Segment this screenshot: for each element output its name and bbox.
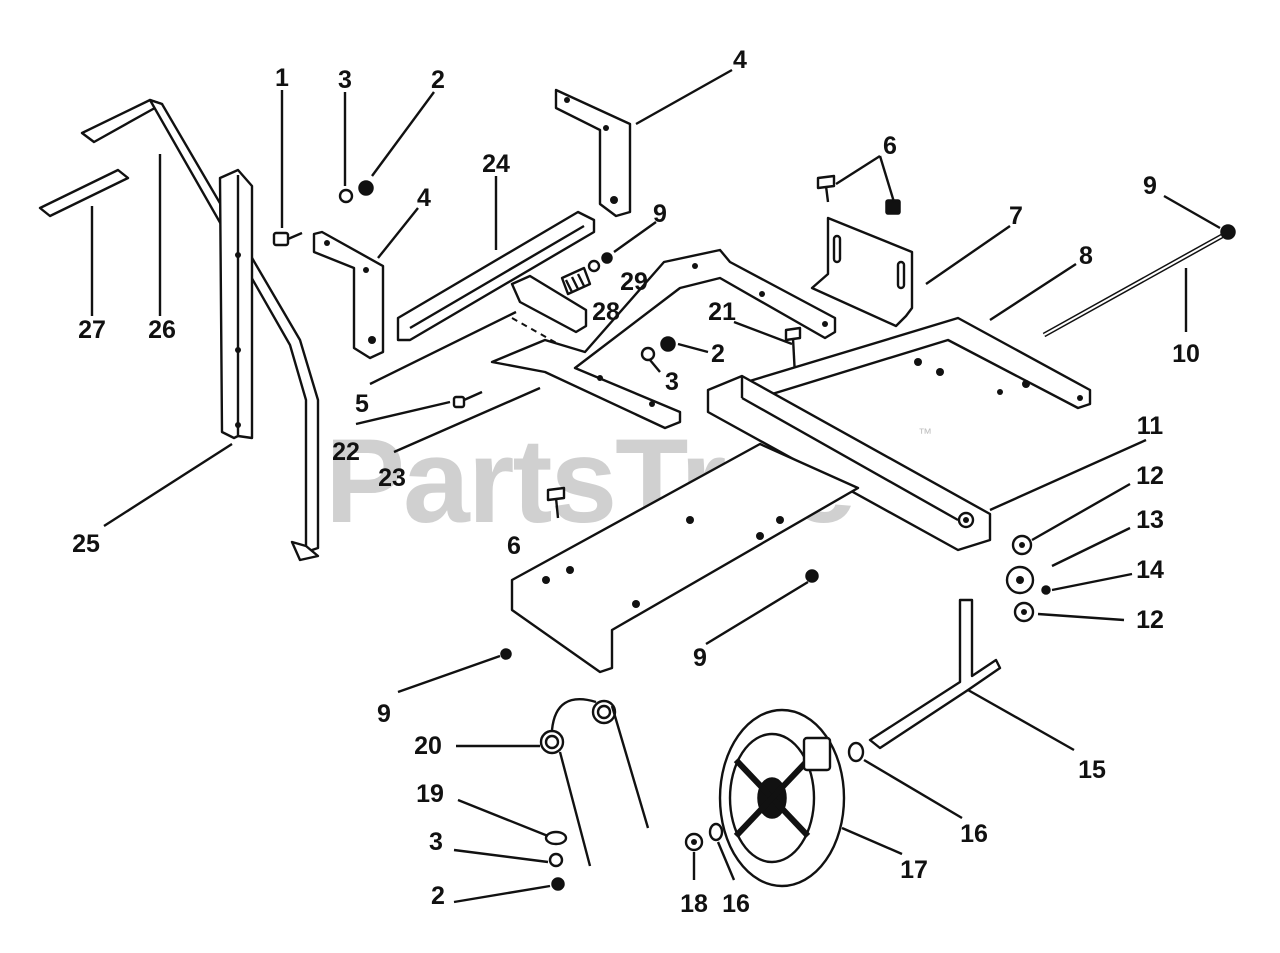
part-2-nut-low[interactable]	[551, 877, 565, 891]
callout-13: 13	[1136, 506, 1164, 534]
part-27-flat-bar[interactable]	[38, 168, 130, 218]
callout-9: 9	[653, 200, 667, 228]
part-15-axle[interactable]	[868, 598, 1002, 750]
part-28-spring[interactable]	[560, 266, 592, 296]
part-12-nut-upper[interactable]	[1011, 534, 1033, 556]
callout-3: 3	[338, 66, 352, 94]
callout-8: 8	[1079, 242, 1093, 270]
part-16-washer-right[interactable]	[847, 741, 865, 763]
callout-19: 19	[416, 780, 444, 808]
part-24-link[interactable]	[396, 210, 596, 342]
leader-lines	[90, 68, 1221, 904]
part-3-washer-mid[interactable]	[640, 346, 656, 362]
part-2-nut-top[interactable]	[358, 180, 374, 196]
callout-1: 1	[275, 64, 289, 92]
callout-26: 26	[148, 316, 176, 344]
callout-4-top: 4	[733, 46, 747, 74]
callout-4: 4	[417, 184, 431, 212]
part-16-washer-left[interactable]	[708, 822, 724, 842]
part-17-wheel[interactable]	[718, 708, 846, 888]
part-10-rod[interactable]	[1042, 233, 1224, 338]
callout-12: 12	[1136, 462, 1164, 490]
part-20-spring[interactable]	[539, 698, 650, 867]
callout-17: 17	[900, 856, 928, 884]
callout-22: 22	[332, 438, 360, 466]
callout-25: 25	[72, 530, 100, 558]
part-26-handle-bar[interactable]	[80, 98, 320, 562]
part-23-frame[interactable]	[490, 248, 837, 430]
part-9-nut-left[interactable]	[500, 648, 512, 660]
callout-3-mid: 3	[665, 368, 679, 396]
part-3-washer-top[interactable]	[338, 188, 354, 204]
callout-29: 29	[620, 268, 648, 296]
part-12-nut-lower[interactable]	[1013, 601, 1035, 623]
callout-9-pan: 9	[693, 644, 707, 672]
part-2-nut-mid[interactable]	[660, 336, 676, 352]
callout-14: 14	[1136, 556, 1164, 584]
part-9-nut-rod[interactable]	[1220, 224, 1236, 240]
callout-5: 5	[355, 390, 369, 418]
callout-2-mid: 2	[711, 340, 725, 368]
callout-labels: 1 3 2 4 24 4 9 29 28 6 7 8 9 10 27 26 21…	[72, 46, 1200, 918]
callout-6-top: 6	[883, 132, 897, 160]
part-14-setscrew[interactable]	[1041, 585, 1051, 595]
part-9-nut-upper[interactable]	[601, 252, 613, 264]
part-21-carriage-bolt[interactable]	[784, 326, 802, 377]
callout-2-low: 2	[431, 882, 445, 910]
part-7-angle-bracket[interactable]	[810, 216, 914, 328]
part-4-bracket-top[interactable]	[554, 88, 632, 218]
callout-27: 27	[78, 316, 106, 344]
part-19-washer[interactable]	[544, 830, 568, 846]
callout-7: 7	[1009, 202, 1023, 230]
callout-9-rod: 9	[1143, 172, 1157, 200]
callout-23: 23	[378, 464, 406, 492]
part-6-bolt-lower[interactable]	[546, 486, 566, 519]
callout-6-low: 6	[507, 532, 521, 560]
callout-3-low: 3	[429, 828, 443, 856]
callout-11: 11	[1137, 412, 1164, 440]
part-3-washer-low[interactable]	[548, 852, 564, 868]
part-base-pan[interactable]	[510, 442, 860, 674]
watermark-trademark: ™	[918, 425, 932, 441]
part-13-collar[interactable]	[1005, 565, 1035, 595]
callout-12-low: 12	[1136, 606, 1164, 634]
callout-16-right: 16	[960, 820, 988, 848]
callout-15: 15	[1078, 756, 1106, 784]
callout-21: 21	[708, 298, 736, 326]
callout-24: 24	[482, 150, 510, 178]
part-9-nut-pan[interactable]	[805, 569, 819, 583]
callout-2: 2	[431, 66, 445, 94]
part-6-bolt-top[interactable]	[816, 174, 901, 215]
callout-20: 20	[414, 732, 442, 760]
part-11-tube[interactable]	[706, 374, 992, 552]
part-1-bolt[interactable]	[272, 231, 303, 247]
part-4-bracket-left[interactable]	[312, 230, 385, 360]
part-18-nut[interactable]	[684, 832, 704, 852]
part-29-washer[interactable]	[587, 259, 601, 273]
callout-10: 10	[1172, 340, 1200, 368]
callout-9-left: 9	[377, 700, 391, 728]
callout-28: 28	[592, 298, 620, 326]
callout-16-left: 16	[722, 890, 750, 918]
part-22-bolt[interactable]	[452, 390, 483, 409]
callout-18: 18	[680, 890, 708, 918]
part-25-upright-channel[interactable]	[218, 168, 254, 440]
part-5-latch[interactable]	[510, 274, 588, 346]
